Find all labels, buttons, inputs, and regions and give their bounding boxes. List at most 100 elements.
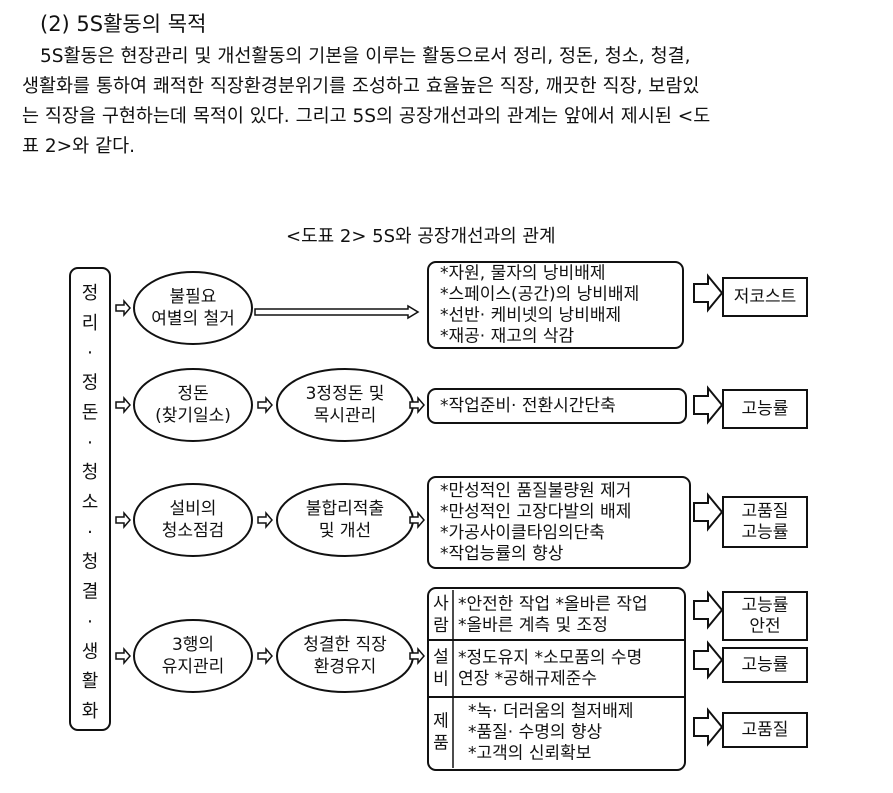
left-category-char: · xyxy=(87,611,93,632)
step2-ellipse xyxy=(276,368,414,442)
step2-label: 및 개선 xyxy=(319,521,371,541)
effect-item: *가공사이클타임의단축 xyxy=(440,523,605,543)
effect-item: *자원, 물자의 낭비배제 xyxy=(440,264,605,284)
left-category-char: 청 xyxy=(82,552,99,573)
effect-item: *안전한 작업 *올바른 작업 xyxy=(458,595,648,615)
small-arrow xyxy=(115,646,131,666)
paragraph-line: 5S활동은 현장관리 및 개선활동의 기본을 이루는 활동으로서 정리, 정돈,… xyxy=(40,46,691,67)
step2-ellipse xyxy=(276,619,414,693)
result-label: 고능률 xyxy=(742,399,789,419)
small-arrow xyxy=(409,510,425,530)
effect-item: *재공· 재고의 삭감 xyxy=(440,327,575,347)
section-heading: (2) 5S활동의 목적 xyxy=(40,12,207,36)
effect-item: 연장 *공해규제준수 xyxy=(458,669,597,689)
block-arrow xyxy=(693,590,724,630)
left-category-char: 생 xyxy=(82,641,99,662)
effect-item: *정도유지 *소모품의 수명 xyxy=(458,648,642,668)
left-category-box xyxy=(69,267,111,731)
result-box xyxy=(722,712,808,748)
step1-label: 설비의 xyxy=(170,499,217,519)
step1-ellipse xyxy=(133,368,253,442)
result-label: 고능률 xyxy=(742,596,789,616)
effect-item: *품질· 수명의 향상 xyxy=(468,723,603,743)
small-arrow xyxy=(115,298,131,318)
small-arrow xyxy=(409,395,425,415)
step1-label: 청소점검 xyxy=(162,521,225,541)
group-label: 람 xyxy=(433,616,449,636)
paragraph-line: 표 2>와 같다. xyxy=(22,136,135,157)
step2-label: 환경유지 xyxy=(314,657,377,677)
step1-label: 3행의 xyxy=(172,635,214,655)
left-category-char: 리 xyxy=(82,313,99,334)
result-box xyxy=(722,389,808,429)
effect-item: *작업준비· 전환시간단축 xyxy=(440,396,616,416)
step2-label: 목시관리 xyxy=(314,406,377,426)
effect-item: *선반· 케비넷의 낭비배제 xyxy=(440,306,621,326)
left-category-char: 청 xyxy=(82,462,99,483)
effect-item: *올바른 계측 및 조정 xyxy=(458,616,608,636)
step1-label: (찾기일소) xyxy=(155,406,231,426)
result-label: 안전 xyxy=(749,617,780,637)
left-category-char: 소 xyxy=(82,492,99,513)
grouped-effect-box xyxy=(427,587,686,771)
small-arrow xyxy=(257,646,273,666)
block-arrow xyxy=(693,707,724,747)
group-label: 제 xyxy=(433,712,449,732)
body-paragraph: 5S활동은 현장관리 및 개선활동의 기본을 이루는 활동으로서 정리, 정돈,… xyxy=(22,42,872,162)
effect-box xyxy=(427,476,691,569)
effect-item: *만성적인 고장다발의 배제 xyxy=(440,502,631,522)
step2-ellipse xyxy=(276,483,414,557)
step2-label: 청결한 직장 xyxy=(303,635,387,655)
small-arrow xyxy=(409,646,425,666)
result-label: 고품질 xyxy=(742,502,789,522)
effect-item: *작업능률의 향상 xyxy=(440,544,564,564)
result-box xyxy=(722,591,808,641)
step1-label: 정돈 xyxy=(177,384,208,404)
result-label: 고능률 xyxy=(742,655,789,675)
step2-label: 불합리적출 xyxy=(306,499,384,519)
left-category-char: 활 xyxy=(82,671,99,692)
left-category-char: 결 xyxy=(82,582,99,603)
long-arrow xyxy=(254,304,420,320)
left-category-char: · xyxy=(87,432,93,453)
diagram-caption: <도표 2> 5S와 공장개선과의 관계 xyxy=(286,226,556,247)
result-box xyxy=(722,277,808,317)
result-label: 저코스트 xyxy=(734,287,797,307)
small-arrow xyxy=(115,395,131,415)
block-arrow xyxy=(693,492,724,532)
effect-item: *고객의 신뢰확보 xyxy=(468,744,591,764)
effect-item: *스페이스(공간)의 낭비배제 xyxy=(440,285,639,305)
small-arrow xyxy=(257,510,273,530)
paragraph-line: 는 직장을 구현하는데 목적이 있다. 그리고 5S의 공장개선과의 관계는 앞… xyxy=(22,106,711,127)
block-arrow xyxy=(693,385,724,425)
group-label: 비 xyxy=(433,670,449,690)
group-label: 사 xyxy=(433,594,449,614)
left-category-char: 정 xyxy=(82,283,99,304)
block-arrow xyxy=(693,640,724,680)
left-category-char: 정 xyxy=(82,373,99,394)
step1-label: 여별의 철거 xyxy=(151,309,235,329)
step1-ellipse xyxy=(133,271,253,345)
left-category-char: · xyxy=(87,522,93,543)
step1-ellipse xyxy=(133,483,253,557)
left-category-char: 화 xyxy=(82,701,99,722)
paragraph-line: 생활화를 통하여 쾌적한 직장환경분위기를 조성하고 효율높은 직장, 깨끗한 … xyxy=(22,76,700,97)
left-category-char: · xyxy=(87,343,93,364)
effect-item: *만성적인 품질불량원 제거 xyxy=(440,481,631,501)
effect-box xyxy=(427,388,687,424)
result-box xyxy=(722,496,808,548)
result-label: 고품질 xyxy=(742,720,789,740)
left-category-char: 돈 xyxy=(82,402,99,423)
step1-ellipse xyxy=(133,619,253,693)
block-arrow xyxy=(693,273,724,313)
small-arrow xyxy=(115,510,131,530)
group-label: 품 xyxy=(433,734,449,754)
result-label: 고능률 xyxy=(742,523,789,543)
step1-label: 유지관리 xyxy=(162,657,225,677)
effect-box xyxy=(427,261,684,349)
group-label: 설 xyxy=(433,648,449,668)
result-box xyxy=(722,647,808,683)
step1-label: 불필요 xyxy=(170,287,217,307)
step2-label: 3정정돈 및 xyxy=(306,384,385,404)
